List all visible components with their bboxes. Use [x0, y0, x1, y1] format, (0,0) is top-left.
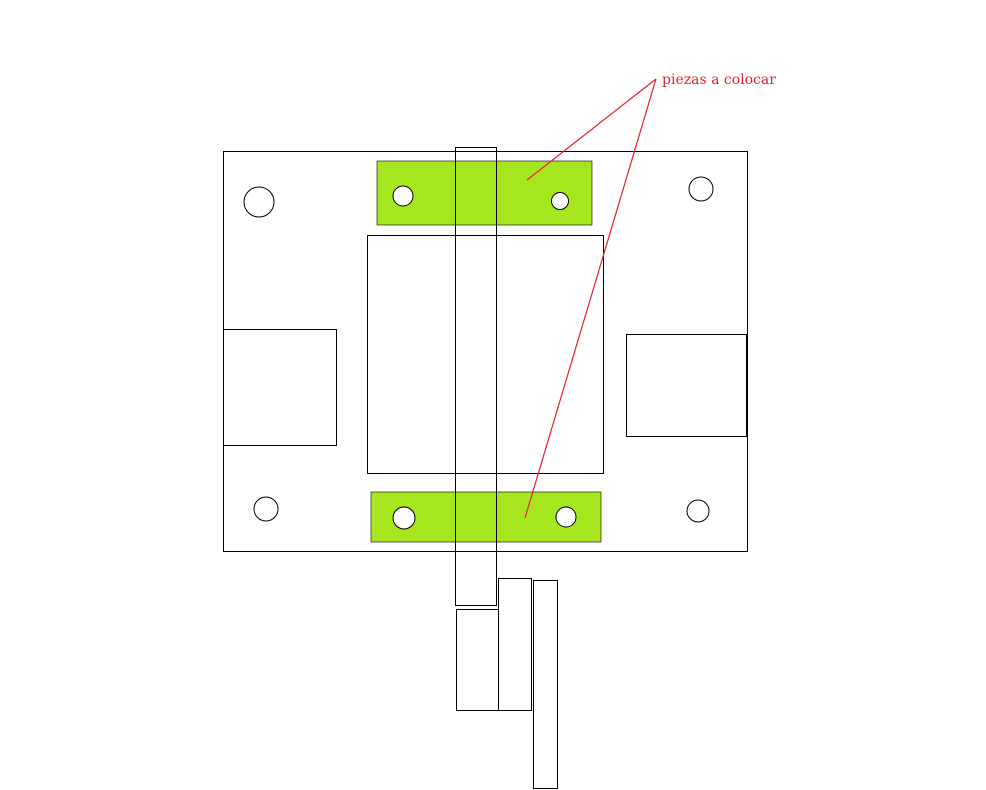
- vertical-strip: [455, 147, 497, 606]
- corner-hole-bottom-right: [686, 499, 710, 523]
- corner-hole-top-right: [688, 176, 714, 202]
- left-side-block: [223, 329, 337, 446]
- lower-bar-right: [533, 580, 558, 789]
- corner-hole-top-left: [243, 186, 275, 218]
- piece-hole-bottom-left: [392, 506, 416, 530]
- lower-bar-left: [456, 609, 499, 711]
- central-block: [367, 235, 604, 474]
- annotation-label: piezas a colocar: [662, 72, 776, 88]
- right-side-block: [626, 334, 747, 437]
- piece-hole-bottom-right: [555, 506, 577, 528]
- piece-hole-top-left: [392, 185, 414, 207]
- corner-hole-bottom-left: [253, 496, 279, 522]
- piece-hole-top-right: [551, 192, 569, 210]
- lower-bar-middle: [498, 578, 532, 711]
- leader-line-bottom: [524, 78, 657, 519]
- leader-line-top: [526, 78, 657, 181]
